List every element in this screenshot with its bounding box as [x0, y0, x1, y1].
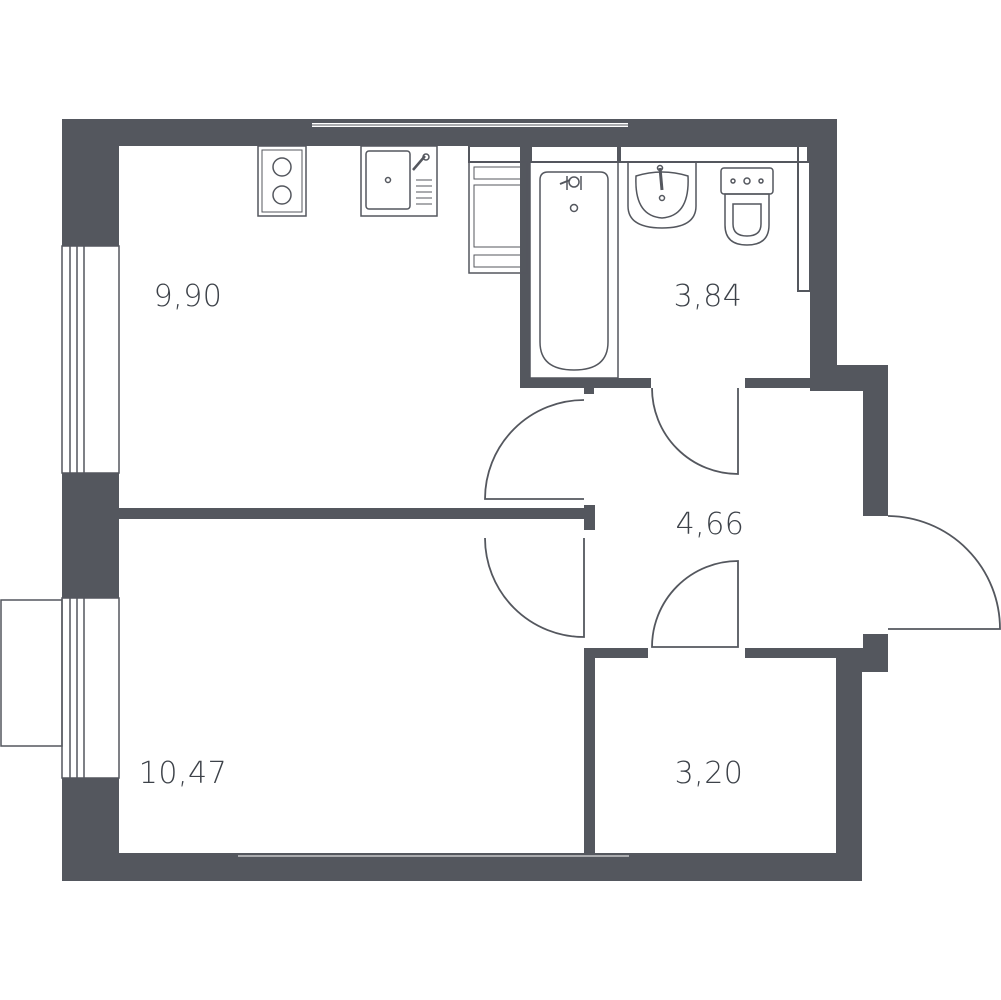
bedroom-area-label: 10,47 [139, 756, 227, 791]
partition-storage-top-right [745, 648, 845, 658]
wall-left-middle [62, 473, 119, 598]
wall-right-upper [810, 119, 837, 377]
washing-machine-icon [468, 161, 528, 274]
toilet-icon [720, 167, 774, 246]
kitchen-sink-icon [360, 145, 438, 217]
door-kitchen [484, 399, 585, 500]
partition-kitchen-bedroom-end [584, 505, 595, 530]
partition-storage-top-left [584, 648, 648, 658]
wall-left-upper [62, 119, 119, 246]
partition-bath-left [520, 146, 530, 388]
washbasin-icon [627, 161, 697, 229]
balcony-outline [0, 599, 63, 747]
kitchen-area-label: 9,90 [154, 279, 223, 314]
wall-right-lower [836, 648, 862, 881]
bathtub-icon [529, 161, 619, 379]
door-bathroom [651, 387, 739, 475]
partitions [119, 146, 845, 858]
partition-bath-bottom-right [745, 378, 820, 388]
stove-icon [257, 145, 307, 217]
door-storage [651, 560, 739, 648]
storage-area-label: 3,20 [675, 756, 744, 791]
partition-stub-kitchen-door [584, 380, 594, 394]
doors [484, 387, 1001, 648]
door-entrance [887, 515, 1001, 630]
window-kitchen [61, 245, 120, 474]
door-bedroom [484, 537, 585, 638]
wall-entrance-top [863, 365, 888, 516]
partition-kitchen-bedroom [119, 508, 594, 519]
partition-storage-left [584, 648, 595, 858]
window-bedroom [61, 597, 120, 779]
window-bottom [238, 858, 629, 878]
bathroom-area-label: 3,84 [674, 279, 743, 314]
hall-area-label: 4,66 [676, 507, 745, 542]
